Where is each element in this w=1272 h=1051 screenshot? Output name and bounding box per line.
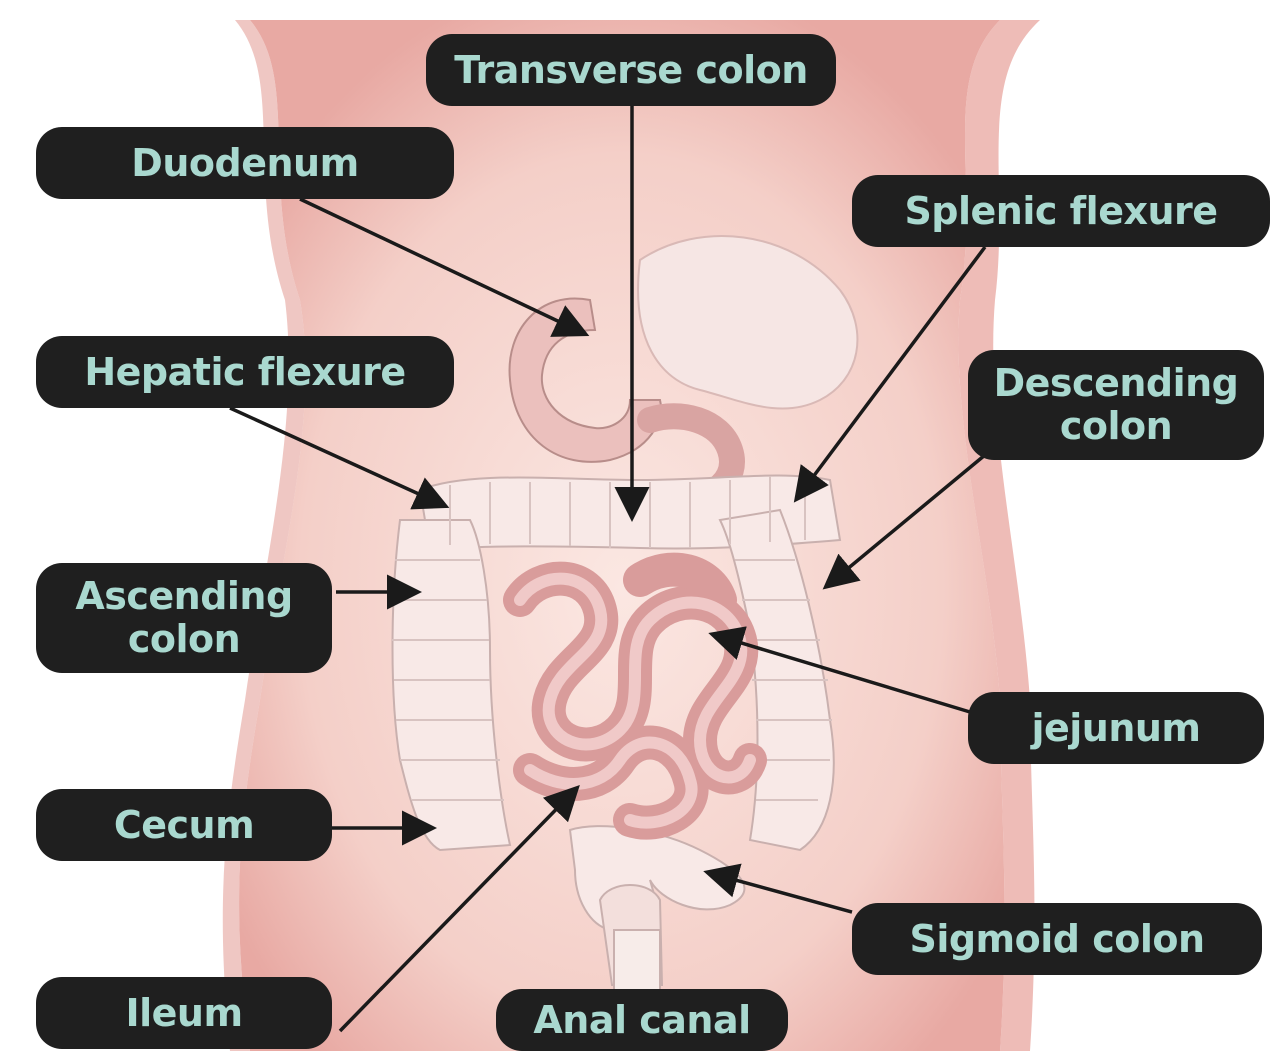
label-ileum: Ileum	[36, 977, 332, 1049]
label-transverse-colon: Transverse colon	[426, 34, 836, 106]
label-hepatic-flexure: Hepatic flexure	[36, 336, 454, 408]
label-cecum: Cecum	[36, 789, 332, 861]
label-sigmoid-colon: Sigmoid colon	[852, 903, 1262, 975]
label-descending-colon: Descending colon	[968, 350, 1264, 460]
label-duodenum: Duodenum	[36, 127, 454, 199]
label-anal-canal: Anal canal	[496, 989, 788, 1051]
anal-canal-shape	[614, 930, 660, 990]
label-ascending-colon: Ascending colon	[36, 563, 332, 673]
label-splenic-flexure: Splenic flexure	[852, 175, 1270, 247]
label-jejunum: jejunum	[968, 692, 1264, 764]
